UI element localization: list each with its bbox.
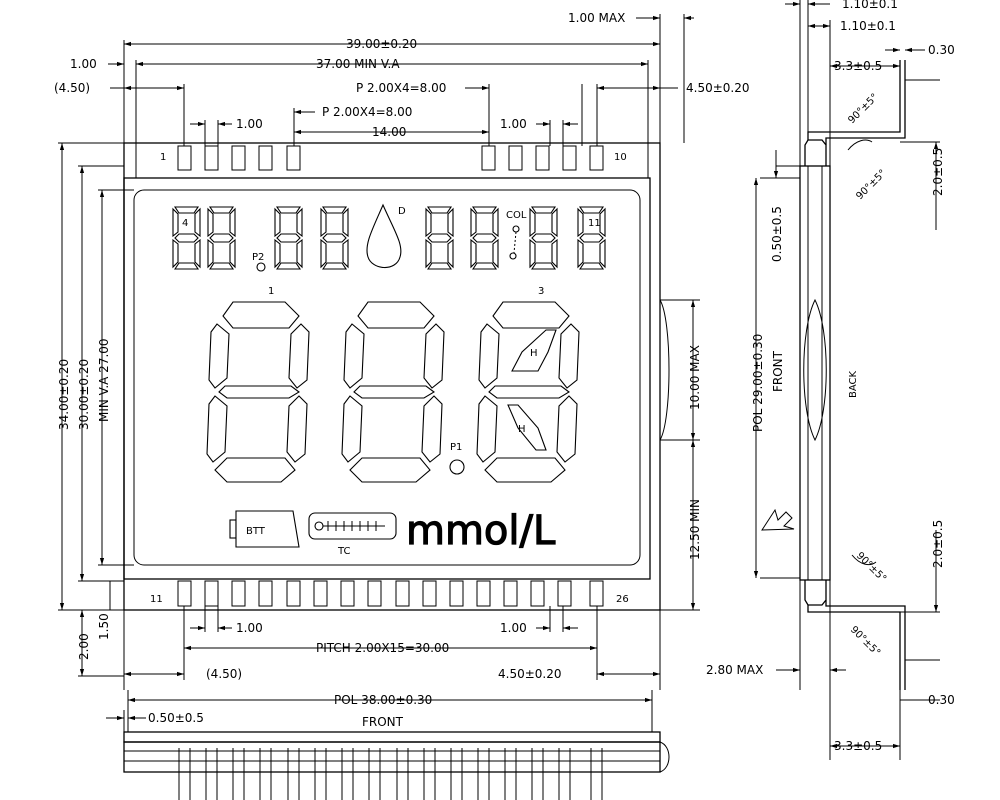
dim-pitch-b: P 2.00X4=8.00 bbox=[322, 105, 412, 119]
p2-dot bbox=[256, 262, 266, 272]
pin-10-label: 10 bbox=[614, 152, 627, 163]
dim-side-050: 0.50±0.5 bbox=[770, 206, 784, 262]
pin-11-label: 11 bbox=[150, 594, 163, 605]
dim-pin-w-left: 1.00 bbox=[236, 117, 263, 131]
dim-h-150: 1.50 bbox=[97, 613, 111, 640]
dim-bot-left: (4.50) bbox=[206, 667, 242, 681]
dim-side-33a: 3.3±0.5 bbox=[834, 59, 882, 73]
dim-bot-right: 4.50±0.20 bbox=[498, 667, 562, 681]
unit-mmol-l: mmol/L bbox=[406, 508, 556, 554]
dim-side-280: 2.80 MAX bbox=[706, 663, 763, 677]
tc-label: TC bbox=[337, 546, 351, 557]
colon-bottom bbox=[509, 252, 517, 260]
d-label: D bbox=[398, 206, 406, 217]
dim-side-ang1: 90°±5° bbox=[846, 92, 880, 126]
side-dimension-lines bbox=[753, 0, 940, 760]
dim-side-33b: 3.3±0.5 bbox=[834, 739, 882, 753]
col-label: COL bbox=[506, 210, 527, 221]
viewing-area bbox=[133, 189, 641, 566]
dim-top-2: 39.00±0.20 bbox=[346, 37, 417, 51]
p2-label: P2 bbox=[252, 252, 264, 263]
pin-1-label: 1 bbox=[160, 152, 166, 163]
pin-26-label: 26 bbox=[616, 594, 629, 605]
dim-side-ang2: 90°±5° bbox=[854, 168, 888, 202]
dim-side-ang4: 90°±5° bbox=[848, 624, 882, 658]
colon-top bbox=[512, 225, 520, 233]
digit-4-label: 4 bbox=[182, 218, 188, 229]
viewing-frame bbox=[123, 177, 651, 580]
h-label-bottom: H bbox=[518, 424, 526, 435]
dim-pol38: POL 38.00±0.30 bbox=[334, 693, 432, 707]
btt-label: BTT bbox=[246, 526, 266, 537]
p1-dot bbox=[449, 459, 465, 475]
dim-side-pol29: POL 29.00±0.30 bbox=[751, 334, 765, 432]
dim-top-1: 1.00 MAX bbox=[568, 11, 625, 25]
digit-11-label: 11 bbox=[588, 218, 601, 229]
dim-span-14: 14.00 bbox=[372, 125, 406, 139]
dim-bot-pitch: PITCH 2.00X15=30.00 bbox=[316, 641, 449, 655]
dim-side-20a: 2.0±0.5 bbox=[931, 148, 945, 196]
dim-h-200: 2.00 bbox=[77, 633, 91, 660]
labels: 1.00 MAX 39.00±0.20 37.00 MIN V.A 1.00 (… bbox=[54, 0, 955, 753]
battery-icon bbox=[229, 510, 300, 548]
dim-bot-pin-left: 1.00 bbox=[236, 621, 263, 635]
dim-right-1: 4.50±0.20 bbox=[686, 81, 750, 95]
drop-icon bbox=[366, 203, 402, 269]
side-bump bbox=[659, 299, 670, 441]
side-back-label: BACK bbox=[848, 370, 859, 398]
bottom-view-pins bbox=[178, 748, 603, 800]
dim-pitch-a: P 2.00X4=8.00 bbox=[356, 81, 446, 95]
h-label-top: H bbox=[530, 348, 538, 359]
top-pins bbox=[177, 145, 604, 171]
front-label-bottom: FRONT bbox=[362, 715, 404, 729]
big-digit-3-label: 3 bbox=[538, 286, 544, 297]
side-front-label: FRONT bbox=[771, 350, 785, 392]
dim-h-30: 30.00±0.20 bbox=[77, 359, 91, 430]
h-seg-top bbox=[511, 329, 557, 372]
side-view bbox=[761, 60, 906, 690]
dim-050-bottom: 0.50±0.5 bbox=[148, 711, 204, 725]
dim-h-27: MIN V.A 27.00 bbox=[97, 338, 111, 422]
dim-bot-pin-right: 1.00 bbox=[500, 621, 527, 635]
h-seg-bottom bbox=[507, 404, 547, 451]
dim-left-2: (4.50) bbox=[54, 81, 90, 95]
dim-side-030a: 0.30 bbox=[928, 43, 955, 57]
dim-left-1: 1.00 bbox=[70, 57, 97, 71]
big-digits bbox=[206, 301, 580, 483]
dim-side-110b: 1.10±0.1 bbox=[840, 19, 896, 33]
thermometer-icon bbox=[308, 512, 397, 540]
dim-side-030b: 0.30 bbox=[928, 693, 955, 707]
dim-side-20b: 2.0±0.5 bbox=[931, 520, 945, 568]
dim-top-3: 37.00 MIN V.A bbox=[316, 57, 400, 71]
big-digit-1-label: 1 bbox=[268, 286, 274, 297]
bottom-pins bbox=[177, 580, 604, 607]
bottom-view bbox=[106, 690, 670, 773]
dim-side-110a: 1.10±0.1 bbox=[842, 0, 898, 11]
dim-pin-w-right: 1.00 bbox=[500, 117, 527, 131]
p1-label: P1 bbox=[450, 442, 462, 453]
dim-h-34: 34.00±0.20 bbox=[57, 359, 71, 430]
front-dimension-lines bbox=[58, 14, 700, 690]
dim-side-ang3: 90°±5° bbox=[854, 550, 888, 584]
dim-h-1250: 12.50 MIN bbox=[688, 499, 702, 560]
dim-h-10max: 10.00 MAX bbox=[688, 345, 702, 410]
